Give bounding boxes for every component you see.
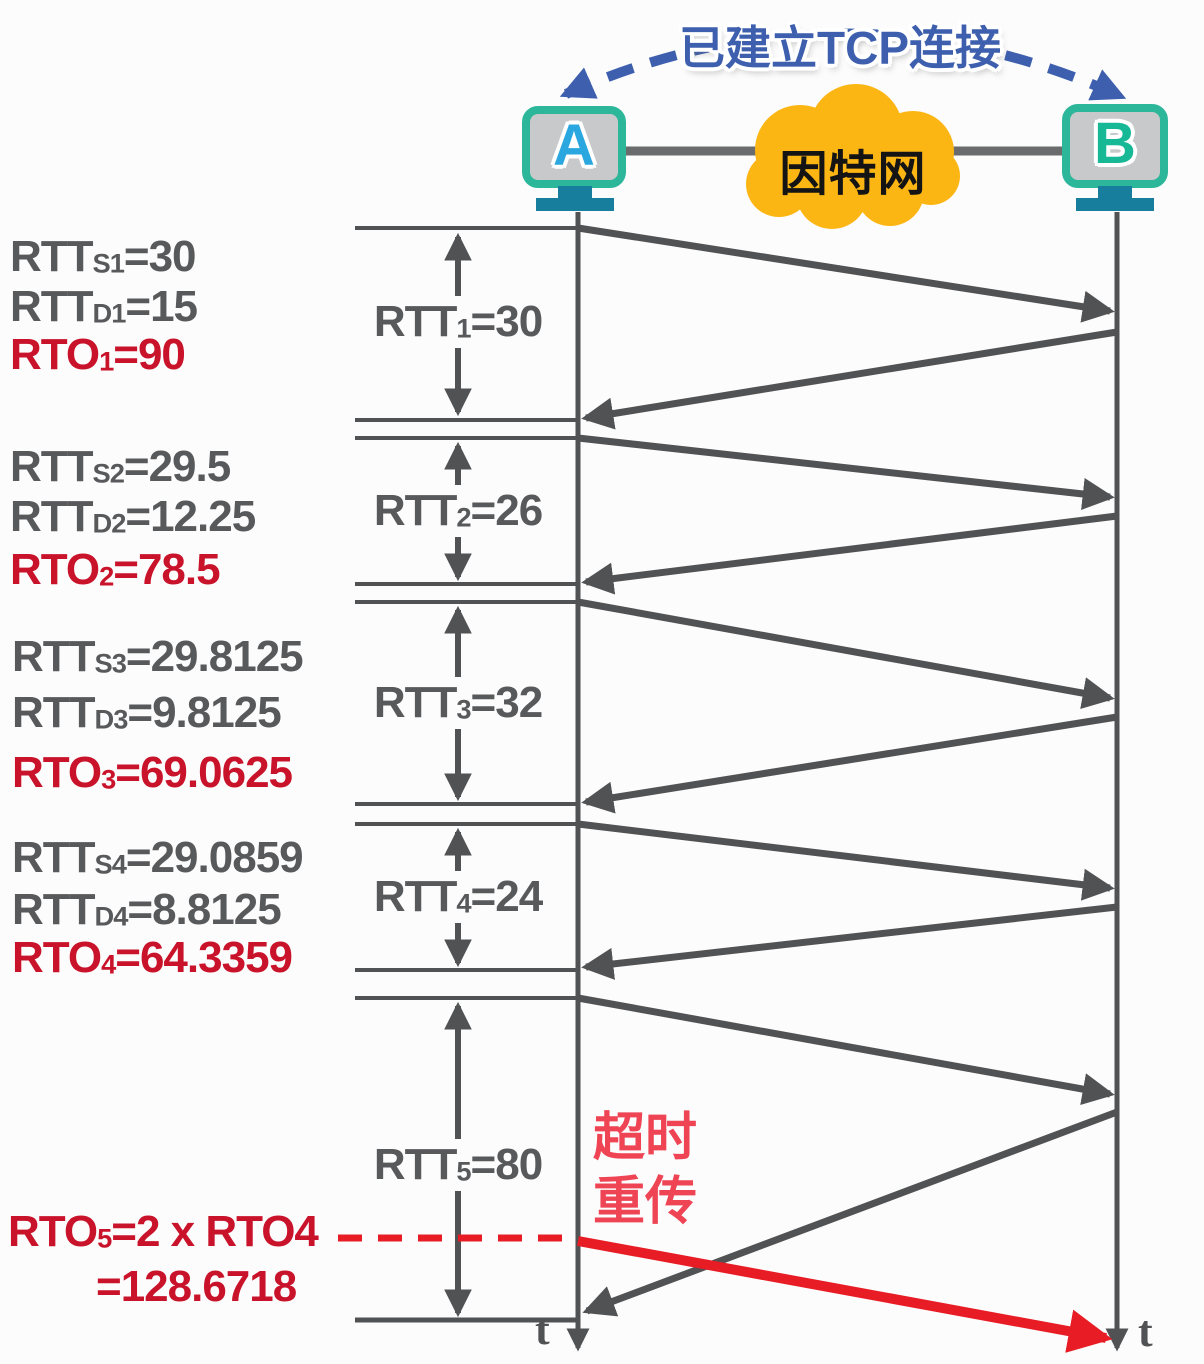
rto1-label: RTO1=90 bbox=[10, 330, 186, 379]
host-b-computer-icon bbox=[1062, 104, 1168, 211]
retransmission-arrow bbox=[577, 1236, 1113, 1353]
ack-5-arrow bbox=[582, 1108, 1119, 1317]
timeout-label-line2: 重传 bbox=[592, 1173, 697, 1231]
rtt3-interval-label: RTT3=32 bbox=[373, 678, 543, 727]
segment-4-arrow bbox=[577, 820, 1115, 901]
event-ticks bbox=[355, 226, 578, 1323]
rtt2-interval-label: RTT2=26 bbox=[373, 486, 543, 535]
rto2-label: RTO2=78.5 bbox=[10, 545, 221, 594]
rttd2-label: RTTD2=12.25 bbox=[10, 492, 256, 541]
rttd3-label: RTTD3=9.8125 bbox=[12, 688, 282, 737]
rto3-label: RTO3=69.0625 bbox=[12, 748, 293, 797]
host-b-label: B bbox=[1094, 111, 1136, 176]
rto4-label: RTO4=64.3359 bbox=[12, 933, 293, 982]
ack-3-arrow bbox=[581, 713, 1118, 814]
segment-and-ack-arrows bbox=[577, 224, 1119, 1317]
segment-5-arrow bbox=[577, 994, 1115, 1105]
ack-2-arrow bbox=[581, 512, 1118, 595]
host-a-computer-icon bbox=[522, 106, 626, 211]
timeout-label-line1: 超时 bbox=[592, 1109, 697, 1167]
rtts4-label: RTTS4=29.0859 bbox=[12, 833, 304, 882]
rttd1-label: RTTD1=15 bbox=[10, 282, 198, 331]
rto5-value-label: =128.6718 bbox=[96, 1262, 297, 1311]
tcp-connection-arc bbox=[559, 28, 1127, 101]
rttd4-label: RTTD4=8.8125 bbox=[12, 885, 282, 934]
time-axis-label-b: t bbox=[1138, 1307, 1153, 1356]
time-axis-label-a: t bbox=[535, 1305, 550, 1354]
rtt4-interval-label: RTT4=24 bbox=[373, 872, 543, 921]
internet-cloud-label: 因特网 bbox=[779, 148, 927, 201]
internet-cloud bbox=[746, 84, 960, 229]
rtts2-label: RTTS2=29.5 bbox=[10, 442, 231, 491]
rtts1-label: RTTS1=30 bbox=[10, 232, 197, 281]
ack-1-arrow bbox=[581, 328, 1118, 430]
rtt1-interval-label: RTT1=30 bbox=[373, 297, 543, 346]
segment-2-arrow bbox=[577, 434, 1115, 510]
host-a-label: A bbox=[553, 113, 595, 178]
rtt5-interval-label: RTT5=80 bbox=[373, 1140, 543, 1189]
segment-3-arrow bbox=[577, 598, 1115, 709]
rto5-formula-label: RTO5=2 x RTO4 bbox=[8, 1207, 319, 1256]
ack-4-arrow bbox=[581, 903, 1118, 980]
segment-1-arrow bbox=[577, 224, 1115, 323]
tcp-established-banner: 已建立TCP连接 bbox=[679, 22, 1001, 74]
rtts3-label: RTTS3=29.8125 bbox=[12, 632, 304, 681]
